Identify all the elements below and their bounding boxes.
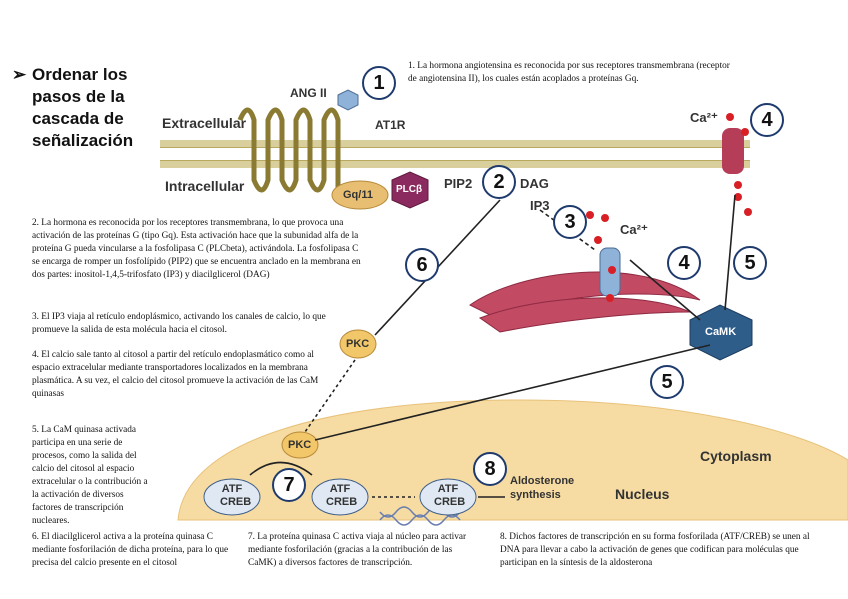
title-text: Ordenar los pasos de la cascada de señal…: [32, 65, 134, 150]
label-ca2-er: Ca²⁺: [620, 222, 648, 237]
label-intracellular: Intracellular: [165, 178, 245, 194]
step-marker-5-membrane: 5: [733, 246, 767, 280]
atf-text: ATF: [329, 483, 351, 495]
note-step-4: 4. El calcio sale tanto al citosol a par…: [32, 350, 319, 399]
step-marker-1: 1: [362, 66, 396, 100]
step-marker-7: 7: [272, 468, 306, 502]
label-nucleus: Nucleus: [615, 486, 670, 502]
bullet-arrow-icon: ➢: [12, 65, 27, 84]
label-dag: DAG: [520, 176, 549, 191]
note-step-2: 2. La hormona es reconocida por los rece…: [32, 218, 361, 280]
step-marker-4-er: 4: [667, 246, 701, 280]
calcium-ions: [571, 113, 752, 302]
plasma-membrane: [160, 140, 750, 168]
label-pip2: PIP2: [444, 176, 473, 191]
creb-text: CREB: [434, 496, 466, 508]
calcium-channel-membrane: [722, 128, 744, 174]
label-plcb: PLCβ: [396, 184, 423, 195]
slide-title: ➢ Ordenar los pasos de la cascada de señ…: [12, 64, 142, 152]
note-step-1: 1. La hormona angiotensina es reconocida…: [408, 61, 730, 84]
at1r-receptor: [237, 107, 341, 193]
step-marker-8: 8: [473, 452, 507, 486]
atf-creb-3: [419, 478, 477, 516]
label-ca2-membrane: Ca²⁺: [690, 110, 718, 125]
note-step-6: 6. El diacilglicerol activa a la proteín…: [32, 532, 229, 568]
note-step-8: 8. Dichos factores de transcripción en s…: [500, 532, 810, 568]
plcb-enzyme: [391, 171, 429, 209]
label-cytoplasm: Cytoplasm: [700, 448, 772, 464]
atf-creb-2: [311, 478, 369, 516]
note-step-7: 7. La proteína quinasa C activa viaja al…: [248, 532, 467, 568]
label-at1r: AT1R: [375, 118, 406, 132]
step-marker-5-nucleus: 5: [650, 365, 684, 399]
atf-creb-1: [203, 478, 261, 516]
step-marker-6: 6: [405, 248, 439, 282]
creb-text: CREB: [220, 496, 252, 508]
step-marker-3: 3: [553, 205, 587, 239]
step-marker-2: 2: [482, 165, 516, 199]
step-marker-4-membrane: 4: [750, 103, 784, 137]
gq11-protein: [331, 180, 389, 210]
label-pkc-nucleus: PKC: [288, 439, 312, 451]
note-step-3: 3. El IP3 viaja al retículo endoplásmico…: [32, 312, 326, 335]
label-pkc-cytosol: PKC: [346, 338, 370, 350]
atf-text: ATF: [437, 483, 459, 495]
pkc-cytosol: [339, 329, 377, 359]
ang2-molecule: [337, 89, 359, 111]
label-ip3: IP3: [530, 198, 550, 213]
pathway-arrows: [249, 194, 736, 498]
label-extracellular: Extracellular: [162, 115, 247, 131]
label-ang2: ANG II: [290, 86, 327, 100]
label-gq11: Gq/11: [343, 189, 373, 201]
creb-text: CREB: [326, 496, 358, 508]
atf-text: ATF: [221, 483, 243, 495]
note-step-5: 5. La CaM quinasa activada participa en …: [32, 425, 148, 526]
pkc-nucleus: [281, 431, 319, 459]
label-camk: CaMK: [705, 326, 737, 338]
label-aldosterone: Aldosterone synthesis: [510, 475, 575, 501]
